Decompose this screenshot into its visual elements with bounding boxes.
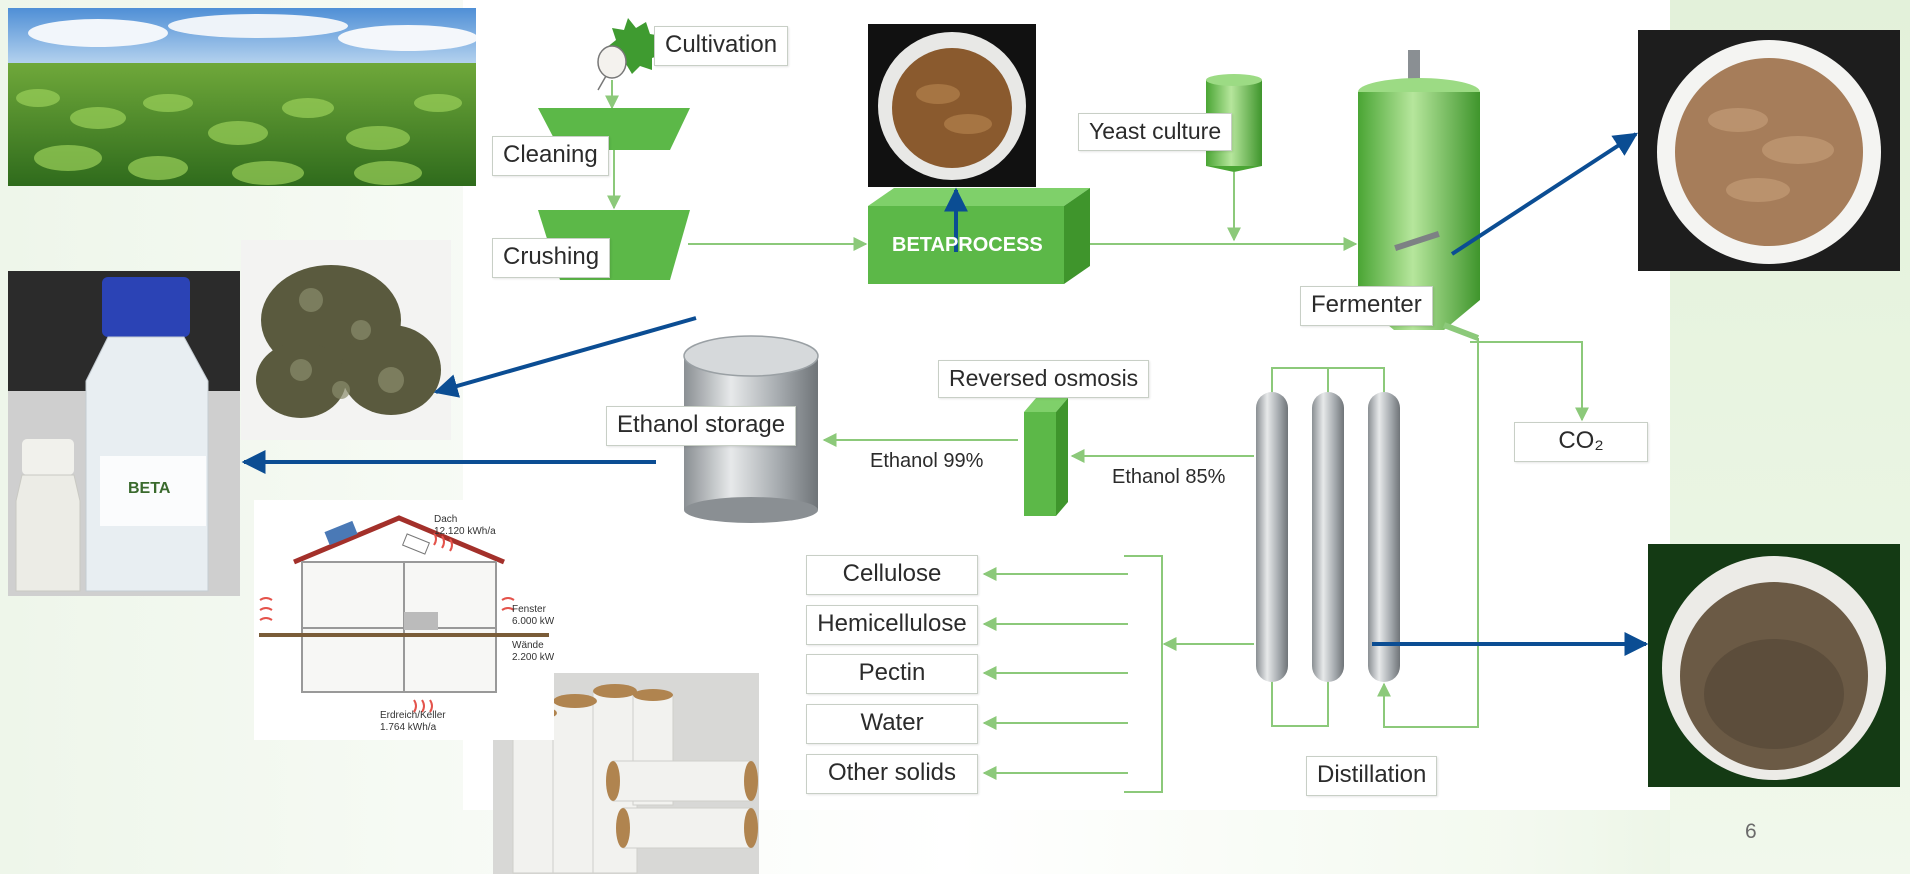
svg-text:Dach: Dach — [434, 514, 457, 525]
output-pectin: Pectin — [806, 654, 978, 694]
pulp-cup-photo — [868, 24, 1036, 187]
fermenter-sample-photo — [1638, 30, 1900, 271]
fermenter-label: Fermenter — [1300, 286, 1433, 326]
svg-text:Erdreich/Keller: Erdreich/Keller — [380, 710, 446, 721]
reversed-osmosis-label: Reversed osmosis — [938, 360, 1150, 398]
cultivation-label: Cultivation — [654, 26, 789, 66]
distillation-residue-photo — [1648, 544, 1900, 787]
distillation-columns — [1256, 367, 1400, 727]
crushing-label: Crushing — [492, 238, 611, 278]
svg-text:6.000 kWh/a: 6.000 kWh/a — [512, 616, 554, 627]
svg-text:Wände: Wände — [512, 640, 544, 651]
sugar-beet-icon — [597, 18, 664, 91]
fermenter-vessel — [1358, 50, 1480, 341]
ethanol-storage-label: Ethanol storage — [606, 406, 797, 446]
cleaning-label: Cleaning — [492, 136, 609, 176]
reversed-osmosis-membrane — [1024, 398, 1068, 516]
ethanol-85-label: Ethanol 85% — [1112, 466, 1226, 488]
svg-text:2.200 kW: 2.200 kW — [512, 652, 554, 663]
output-cellulose: Cellulose — [806, 555, 978, 595]
ethanol-99-label: Ethanol 99% — [870, 450, 984, 472]
svg-text:Fenster: Fenster — [512, 604, 547, 615]
output-hemicellulose: Hemicellulose — [806, 605, 978, 645]
output-other-solids: Other solids — [806, 754, 978, 794]
svg-text:BETA: BETA — [128, 480, 171, 497]
yeast-culture-label: Yeast culture — [1078, 113, 1233, 151]
co2-label: CO₂ — [1514, 422, 1648, 462]
distillation-label: Distillation — [1306, 756, 1438, 796]
blue-annotation-arrows — [241, 132, 1649, 656]
betaprocess-unit — [868, 188, 1090, 284]
svg-text:1.764 kWh/a: 1.764 kWh/a — [380, 722, 437, 733]
svg-text:12.120 kWh/a: 12.120 kWh/a — [434, 526, 496, 537]
page-number: 6 — [1745, 820, 1757, 843]
house-energy-diagram: Dach 12.120 kWh/a Fenster 6.000 kWh/a Wä… — [254, 500, 554, 740]
ethanol-bottles-photo: BETA — [8, 271, 240, 596]
pulp-lump-photo — [241, 240, 451, 440]
output-water: Water — [806, 704, 978, 744]
beet-field-photo — [8, 8, 476, 186]
betaprocess-label: BETAPROCESS — [892, 234, 1043, 256]
